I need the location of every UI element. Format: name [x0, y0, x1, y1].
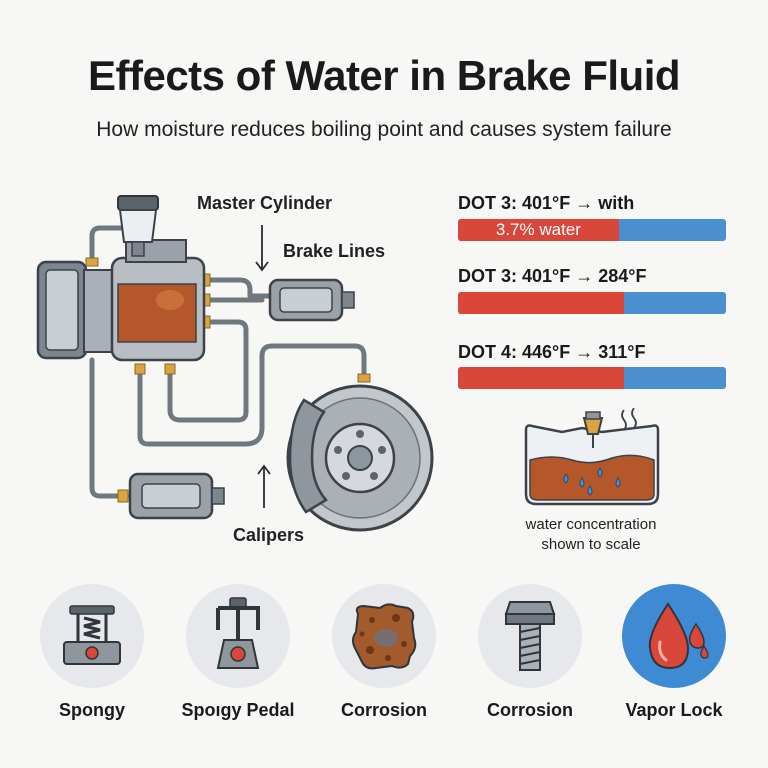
effect-icon-spongy-pedal: [186, 584, 290, 688]
boiling-bar-dot3-with: 3.7% water: [458, 219, 726, 241]
bar-text-water-percent: 3.7% water: [495, 220, 581, 239]
upper-caliper: [268, 278, 355, 322]
brake-disc-rotor: [286, 384, 434, 532]
label-calipers: Calipers: [233, 525, 305, 545]
bar-fill-hot: [458, 219, 619, 241]
label-brake-lines: Brake Lines: [283, 241, 386, 261]
stat-label-dot3-with: DOT 3: 401°F → with: [458, 193, 635, 213]
brake-pedal-icon: [216, 597, 260, 669]
stat-label-dot4: DOT 4: 446°F → 311°F: [458, 342, 646, 362]
bar-fill-hot: [458, 292, 625, 314]
effect-icon-spongy: [40, 584, 144, 688]
fluid-reservoir: [117, 195, 159, 257]
lower-caliper: [128, 472, 225, 520]
scale-caption: water concentration shown to scale: [478, 515, 704, 555]
scale-caption-line-2: shown to scale: [541, 536, 641, 553]
effect-label-spongy: Spongy: [59, 700, 125, 720]
boiling-bar-dot3: [458, 292, 726, 314]
master-cylinder-body: [36, 239, 206, 362]
effect-icon-vapor-lock: [622, 584, 726, 688]
brake-lines-piping: [89, 225, 367, 499]
effect-label-vapor-lock: Vapor Lock: [625, 700, 723, 720]
water-drop-icon: [648, 602, 709, 670]
brake-system-diagram: [36, 195, 434, 532]
page-subtitle: How moisture reduces boiling point and c…: [96, 118, 672, 141]
effect-icon-corrosion-rust: [332, 584, 436, 688]
scale-caption-line-1: water concentration: [525, 516, 657, 533]
effect-label-spongy-pedal: Spoıgy Pedal: [181, 700, 295, 720]
rust-patch-icon: [352, 603, 417, 670]
label-arrows: [255, 225, 271, 508]
effect-label-corrosion-2: Corrosion: [486, 700, 573, 720]
boiling-bar-dot4: [458, 367, 726, 389]
spring-pedal-icon: [63, 605, 121, 665]
label-master-cylinder: Master Cylinder: [197, 193, 333, 213]
water-in-fluid-beaker-illustration: [524, 408, 660, 506]
effect-label-corrosion-1: Corrosion: [340, 700, 427, 720]
bar-fill-hot: [458, 367, 625, 389]
page-title: Effects of Water in Brake Fluid: [87, 52, 681, 99]
effect-icon-corrosion-bolt: [478, 584, 582, 688]
stat-label-dot3: DOT 3: 401°F → 284°F: [458, 266, 647, 286]
bolt-icon: [504, 601, 556, 671]
